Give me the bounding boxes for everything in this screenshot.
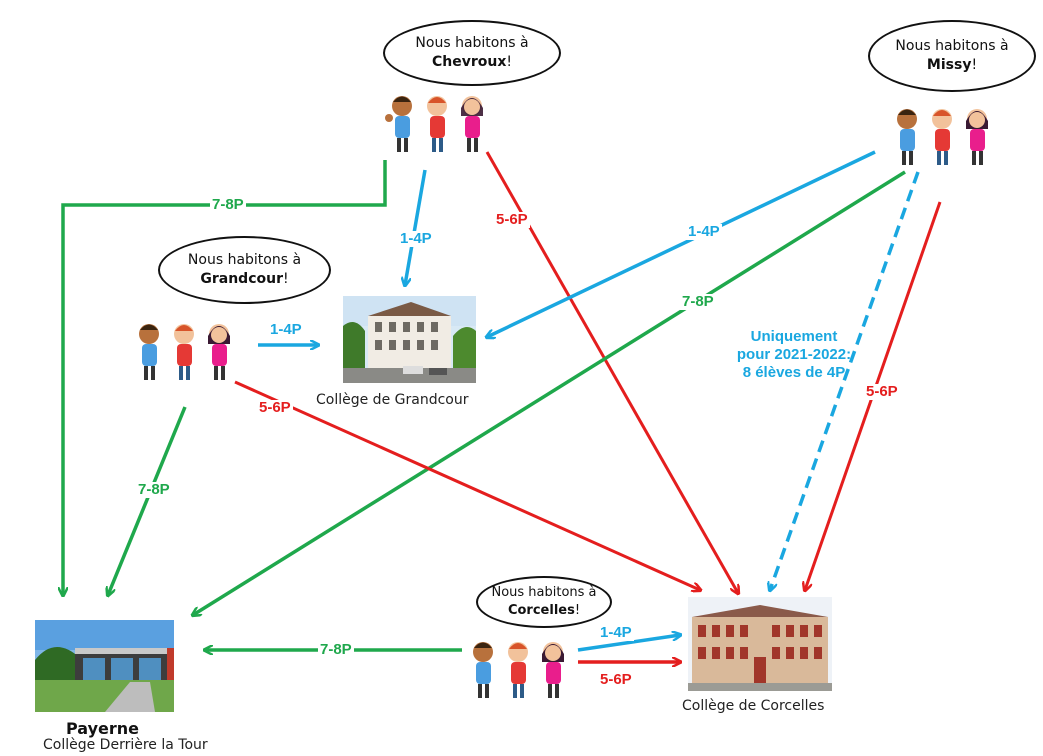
label-chevroux-5-6p: 5-6P [494, 211, 530, 228]
children-group-chevroux-icon [385, 96, 483, 152]
route-missy-grandcour-arrow [487, 150, 876, 337]
place-name-grandcour: Grandcour [200, 271, 283, 287]
note-2021-2022: Uniquement pour 2021-2022: 8 élèves de 4… [736, 328, 852, 381]
children-group-grandcour-icon [139, 324, 230, 380]
route-missy-payerne-arrow [193, 170, 906, 615]
label-chevroux-1-4p: 1-4P [398, 230, 434, 247]
label-missy-5-6p: 5-6P [864, 383, 900, 400]
speech-bubble-missy: Nous habitons à Missy! [868, 20, 1036, 92]
label-chevroux-7-8p: 7-8P [210, 196, 246, 213]
speech-bubble-chevroux: Nous habitons à Chevroux! [383, 20, 561, 86]
place-name-missy: Missy [926, 57, 972, 73]
route-corcelles-college-blue-arrow [577, 635, 680, 652]
college-payerne-title: Payerne [66, 719, 140, 738]
place-name-chevroux: Chevroux [431, 54, 507, 70]
college-grandcour-caption: Collège de Grandcour [316, 392, 469, 408]
children-group-corcelles-icon [473, 642, 564, 698]
route-grandcour-payerne-arrow [108, 406, 187, 595]
route-grandcour-corcelles-arrow [234, 380, 700, 590]
label-missy-7-8p: 7-8P [680, 293, 716, 310]
place-name-corcelles: Corcelles [507, 603, 575, 618]
route-missy-corcelles-dashed-arrow [770, 171, 920, 590]
label-grandcour-7-8p: 7-8P [136, 481, 172, 498]
label-corcelles-7-8p: 7-8P [318, 641, 354, 658]
speech-bubble-grandcour: Nous habitons à Grandcour! [158, 236, 331, 304]
bubble-text: Nous habitons à [415, 35, 529, 52]
college-payerne-photo [35, 620, 174, 712]
college-corcelles-photo [688, 597, 832, 691]
label-corcelles-5-6p: 5-6P [598, 671, 634, 688]
children-group-missy-icon [897, 109, 988, 165]
label-grandcour-5-6p: 5-6P [257, 399, 293, 416]
label-grandcour-1-4p: 1-4P [268, 321, 304, 338]
speech-bubble-corcelles: Nous habitons à Corcelles! [476, 576, 612, 628]
college-grandcour-photo [343, 296, 476, 383]
college-payerne-subtitle: Collège Derrière la Tour [43, 737, 208, 753]
college-corcelles-caption: Collège de Corcelles [682, 698, 825, 714]
label-corcelles-1-4p: 1-4P [598, 624, 634, 641]
route-chevroux-grandcour-arrow [405, 169, 427, 285]
label-missy-1-4p: 1-4P [686, 223, 722, 240]
